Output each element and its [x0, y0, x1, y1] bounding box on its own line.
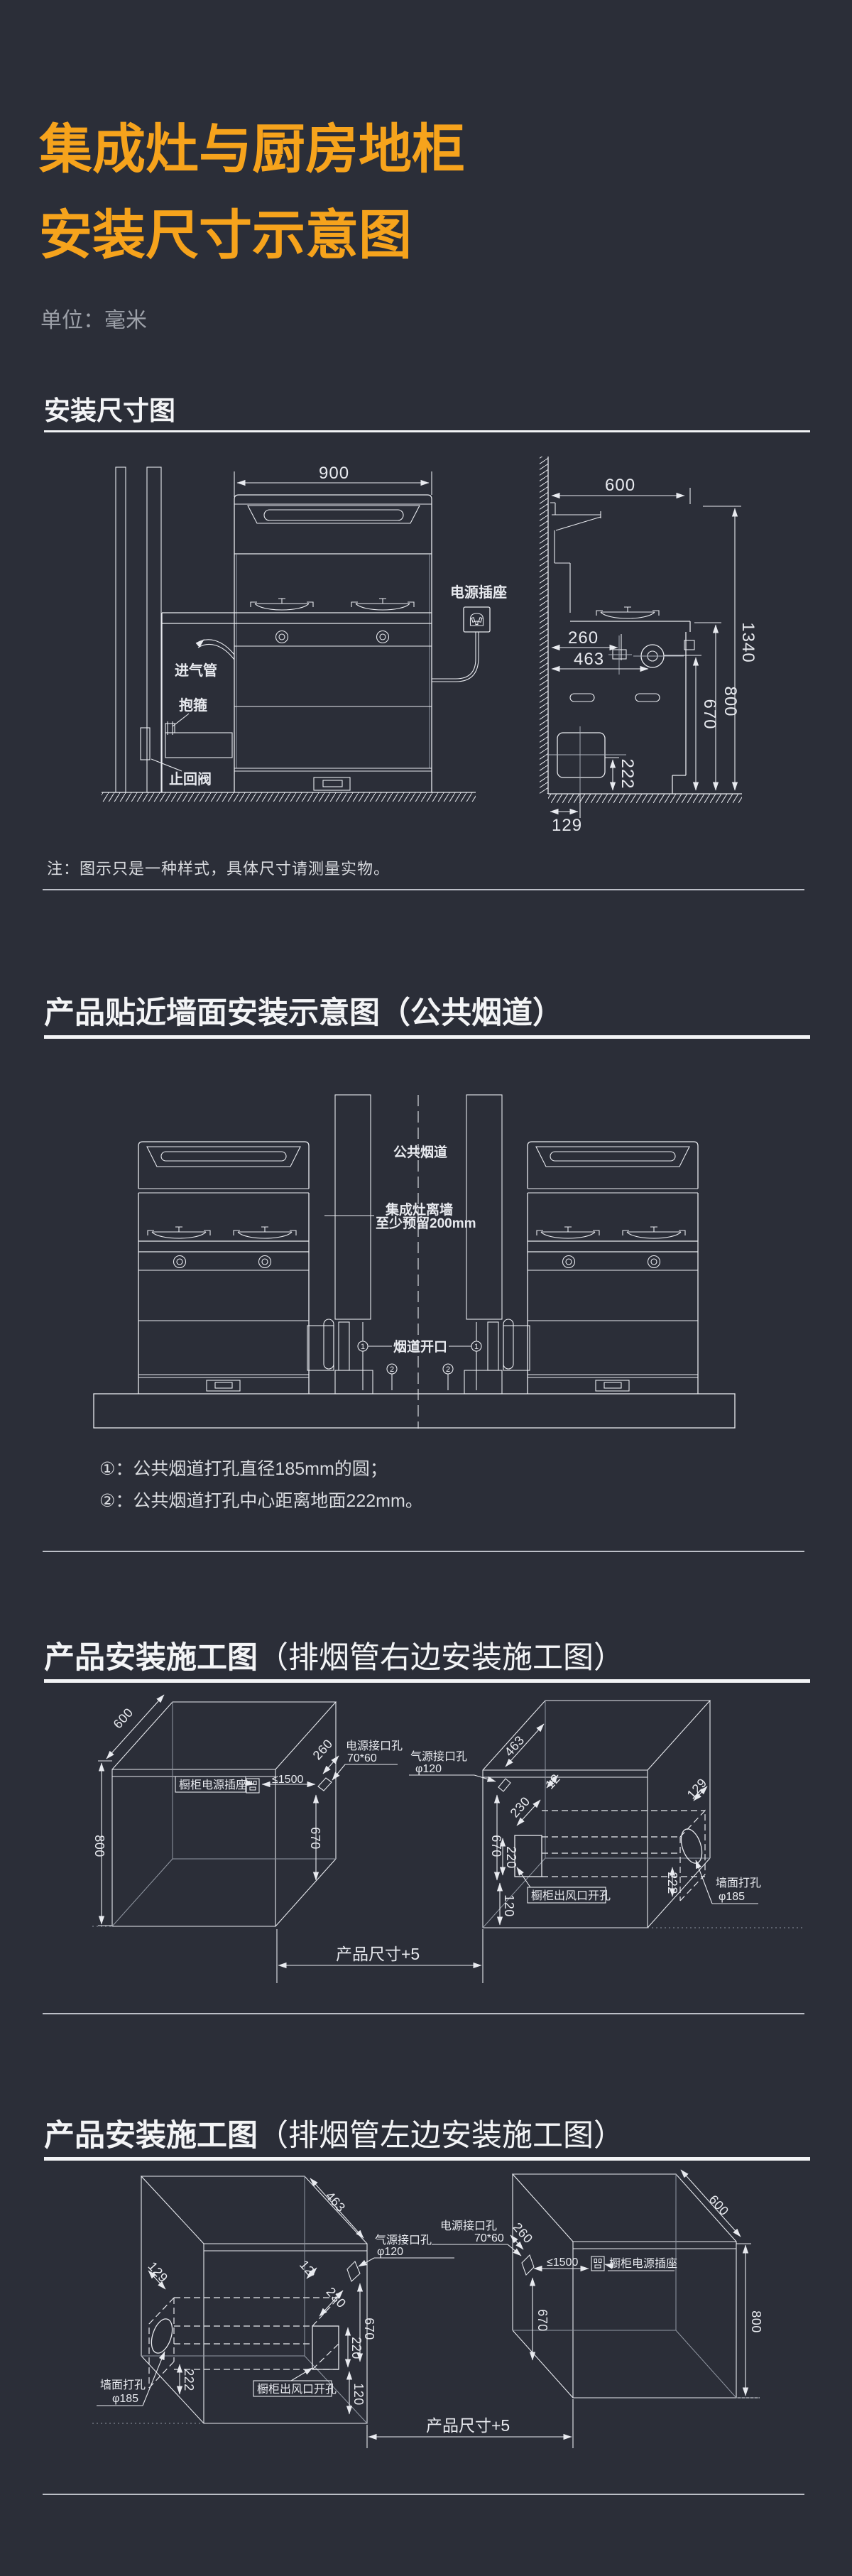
cabinet-socket-label-s4: 橱柜电源插座	[609, 2257, 677, 2270]
product-dim-label-s4: 产品尺寸+5	[426, 2416, 510, 2435]
product-dim-s4: 产品尺寸+5	[366, 2399, 574, 2448]
marker-1a: 1	[361, 1343, 365, 1351]
wall-hole-label-1-s4: 墙面打孔	[100, 2379, 146, 2391]
right-cabinet-box: 463 气源接口孔 φ120 12 230 129 222 220 120 67…	[92, 1700, 802, 1928]
gas-hole-label-1: 气源接口孔	[410, 1750, 467, 1763]
section2-note-2: ②：公共烟道打孔中心距离地面222mm。	[99, 1491, 423, 1511]
section2-note-1: ①：公共烟道打孔直径185mm的圆；	[99, 1459, 388, 1479]
dim-120-s3: 120	[502, 1894, 516, 1917]
dim-129-s4: 129	[145, 2259, 170, 2286]
marker-2b: 2	[446, 1365, 450, 1374]
dim-800-left: 800	[92, 1835, 106, 1857]
clearance-label-1: 集成灶离墙	[385, 1201, 453, 1218]
dim-600-left: 600	[111, 1705, 136, 1732]
section1-note: 注：图示只是一种样式，具体尺寸请测量实物。	[47, 860, 390, 878]
power-hole-label-2: 70*60	[347, 1752, 377, 1764]
outlet-cutout-label-s4: 橱柜出风口开孔	[257, 2383, 337, 2396]
dim-670-s4a: 670	[362, 2318, 376, 2340]
dim-670-s4b: 670	[535, 2309, 550, 2332]
dim-463-s4: 463	[322, 2189, 348, 2215]
wall-flue-drawing: 公共烟道 集成灶离墙 至少预留200mm 烟道开口 1 1 2 2	[93, 1094, 736, 1429]
power-hole-label-2-s4: 70*60	[474, 2232, 504, 2244]
dim-129: 129	[552, 816, 582, 835]
dim-220-s3: 220	[504, 1846, 518, 1869]
power-outlet-label: 电源插座	[450, 584, 507, 601]
gas-hole-label-1-s4: 气源接口孔	[375, 2234, 432, 2247]
section4-heading-bold: 产品安装施工图	[44, 2119, 258, 2153]
heading2-underline	[44, 1035, 810, 1039]
product-dim-label-s3: 产品尺寸+5	[336, 1945, 420, 1963]
product-dim-s3: 产品尺寸+5	[276, 1929, 484, 1983]
dim-600: 600	[605, 476, 635, 495]
dim-129-s3: 129	[684, 1776, 710, 1802]
flue-opening-label: 烟道开口	[393, 1338, 447, 1355]
divider-3	[43, 2013, 804, 2014]
dim-260: 260	[568, 628, 599, 648]
dim-222: 222	[618, 758, 637, 789]
divider-2	[43, 1551, 804, 1552]
install-dimensions-drawing: 900 进气管	[102, 457, 758, 835]
wall-hole-label-2-s4: φ185	[112, 2393, 138, 2405]
dim-600-s4: 600	[706, 2193, 731, 2219]
gas-hole-label-2-s4: φ120	[377, 2246, 403, 2258]
heading1-underline	[44, 430, 810, 432]
clearance-label-2: 至少预留200mm	[376, 1216, 476, 1231]
divider-1	[43, 889, 804, 890]
dim-463-s3: 463	[502, 1733, 528, 1759]
dim-220-s4: 220	[349, 2337, 364, 2359]
check-valve-label: 止回阀	[169, 771, 212, 787]
left-cabinet-box: 600 800 橱柜电源插座 ≤1500 260 电源接口孔 70*60 670	[92, 1694, 403, 1927]
section1-heading: 安装尺寸图	[44, 396, 175, 425]
right-cabinet-box-s4: 600 800 电源接口孔 70*60 260 ≤1500 橱柜电源插座 670	[432, 2169, 763, 2398]
dim-670-s3a: 670	[308, 1827, 322, 1850]
construction-right-drawing: 600 800 橱柜电源插座 ≤1500 260 电源接口孔 70*60 670	[92, 1694, 802, 1983]
power-hole-label-1: 电源接口孔	[346, 1740, 403, 1752]
section4-heading: 产品安装施工图（排烟管左边安装施工图）	[44, 2111, 624, 2155]
section3-heading: 产品安装施工图（排烟管右边安装施工图）	[44, 1633, 624, 1677]
dim-800: 800	[721, 686, 740, 716]
heading3-underline	[44, 1679, 810, 1683]
dim-120-s4: 120	[351, 2383, 366, 2406]
section3-heading-paren: （排烟管右边安装施工图）	[258, 1641, 624, 1675]
side-view: 600 260 463 670	[540, 457, 758, 835]
gas-hole-label-2: φ120	[415, 1763, 442, 1775]
page-title: 集成灶与厨房地柜安装尺寸示意图	[39, 107, 465, 278]
power-hole-label-1-s4: 电源接口孔	[440, 2220, 497, 2232]
section2-heading: 产品贴近墙面安装示意图（公共烟道）	[44, 996, 563, 1030]
dim-260-s3: 260	[310, 1737, 336, 1763]
dim-222-s3: 222	[665, 1872, 679, 1894]
dim-230-s3: 230	[508, 1794, 533, 1821]
dim-230-s4: 230	[323, 2285, 349, 2311]
wall-hole-label-1: 墙面打孔	[716, 1877, 761, 1889]
construction-left-drawing: 129 222 墙面打孔 φ185 12 230 220 120 670 橱柜出…	[92, 2169, 763, 2448]
dim-12-s4: 12	[297, 2257, 317, 2278]
cabinet-socket-label: 橱柜电源插座	[179, 1779, 247, 1791]
heading4-underline	[44, 2157, 810, 2161]
outlet-cutout-label: 橱柜出风口开孔	[531, 1889, 611, 1902]
section4-heading-paren: （排烟管左边安装施工图）	[258, 2119, 624, 2153]
section3-heading-bold: 产品安装施工图	[44, 1641, 258, 1675]
title-line2: 安装尺寸示意图	[39, 205, 413, 265]
dim-670: 670	[700, 699, 719, 729]
max-dist-label-s4: ≤1500	[547, 2256, 578, 2269]
title-line1: 集成灶与厨房地柜	[39, 119, 466, 179]
dim-260-s4: 260	[510, 2220, 535, 2247]
dim-463: 463	[574, 650, 604, 669]
gas-pipe-label: 进气管	[175, 662, 217, 679]
wall-hole-label-2: φ185	[719, 1891, 745, 1903]
unit-label: 单位：毫米	[40, 309, 147, 332]
dim-1340: 1340	[738, 622, 758, 662]
left-cabinet-box-s4: 129 222 墙面打孔 φ185 12 230 220 120 670 橱柜出…	[92, 2176, 454, 2424]
common-flue-label: 公共烟道	[393, 1144, 447, 1160]
dim-900: 900	[319, 464, 349, 483]
dim-800-s4: 800	[749, 2310, 763, 2333]
dim-670-s3b: 670	[489, 1835, 503, 1857]
clamp-label: 抱箍	[179, 697, 207, 714]
marker-2a: 2	[390, 1365, 394, 1374]
marker-1b: 1	[474, 1343, 479, 1351]
front-view: 900 进气管	[102, 464, 507, 802]
dim-222-s4: 222	[182, 2369, 196, 2391]
divider-4	[43, 2494, 804, 2495]
